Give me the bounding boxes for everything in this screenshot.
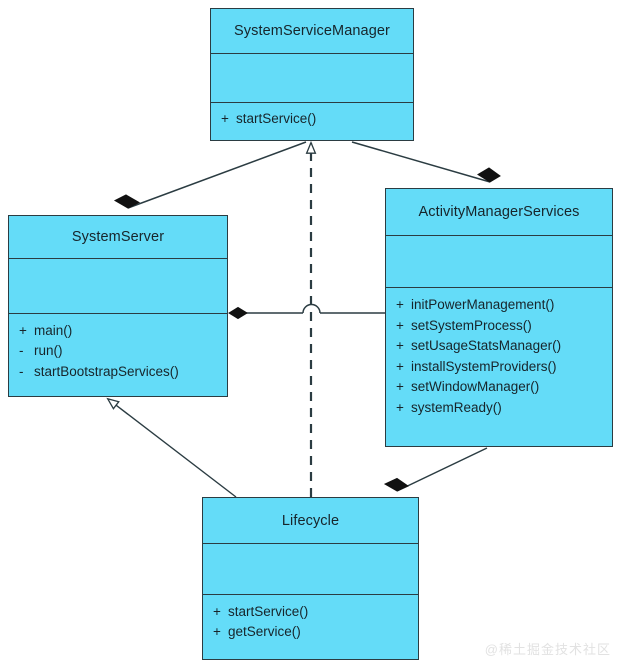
operation-row: + getService() [213,622,418,643]
class-title-lifecycle: Lifecycle [281,512,340,529]
class-box-systemserver[interactable]: SystemServer + main() - run() - startBoo… [8,215,228,397]
operation-row: + startService() [221,109,413,130]
class-box-activitymanagerservices[interactable]: ActivityManagerServices + initPowerManag… [385,188,613,447]
operation-signature: setUsageStatsManager() [411,338,562,354]
operation-signature: startBootstrapServices() [34,363,179,379]
edge-systemserver-systemservicemanager [113,141,307,209]
operation-visibility: + [213,624,221,640]
operation-row: + main() [19,321,227,342]
operation-signature: main() [34,322,73,338]
operation-visibility: + [221,111,229,127]
operation-visibility: - [19,363,24,379]
operation-visibility: + [396,358,404,374]
edge-lifecycle-ams [383,447,488,492]
operation-visibility: - [19,343,24,359]
class-attributes-lifecycle [203,543,418,593]
operation-row: - startBootstrapServices() [19,362,227,383]
class-operations-systemservicemanager: + startService() [211,102,413,140]
operation-visibility: + [396,399,404,415]
operation-row: + setUsageStatsManager() [396,336,612,357]
class-operations-systemserver: + main() - run() - startBootstrapService… [9,312,227,396]
class-operations-lifecycle: + startService() + getService() [203,593,418,659]
operation-signature: installSystemProviders() [411,358,557,374]
operation-signature: getService() [228,624,301,640]
operation-signature: setSystemProcess() [411,317,532,333]
operation-row: + installSystemProviders() [396,357,612,378]
operation-row: - run() [19,341,227,362]
operation-signature: systemReady() [411,399,502,415]
class-title-activitymanagerservices: ActivityManagerServices [418,203,580,220]
class-box-lifecycle[interactable]: Lifecycle + startService() + getService(… [202,497,419,660]
operation-visibility: + [396,317,404,333]
operation-row: + setSystemProcess() [396,316,612,337]
operation-visibility: + [19,322,27,338]
class-attributes-systemserver [9,258,227,312]
operation-signature: initPowerManagement() [411,297,555,313]
operation-signature: startService() [228,603,309,619]
operation-signature: startService() [236,111,317,127]
operation-row: + initPowerManagement() [396,295,612,316]
operation-signature: run() [34,343,63,359]
operation-row: + startService() [213,602,418,623]
operation-visibility: + [213,603,221,619]
operation-row: + systemReady() [396,398,612,419]
class-box-systemservicemanager[interactable]: SystemServiceManager + startService() [210,8,414,141]
operation-visibility: + [396,297,404,313]
edge-lifecycle-systemserver [106,397,237,498]
class-title-systemservicemanager: SystemServiceManager [234,23,390,40]
operation-visibility: + [396,338,404,354]
class-attributes-systemservicemanager [211,53,413,102]
edge-ams-systemservicemanager [351,141,501,183]
watermark: @稀土掘金技术社区 [484,642,611,657]
edge-systemserver-ams [228,303,385,320]
class-attributes-activitymanagerservices [386,234,612,288]
operation-row: + setWindowManager() [396,377,612,398]
class-title-systemserver: SystemServer [71,229,165,246]
operation-visibility: + [396,379,404,395]
class-operations-activitymanagerservices: + initPowerManagement() + setSystemProce… [386,287,612,446]
operation-signature: setWindowManager() [411,379,540,395]
